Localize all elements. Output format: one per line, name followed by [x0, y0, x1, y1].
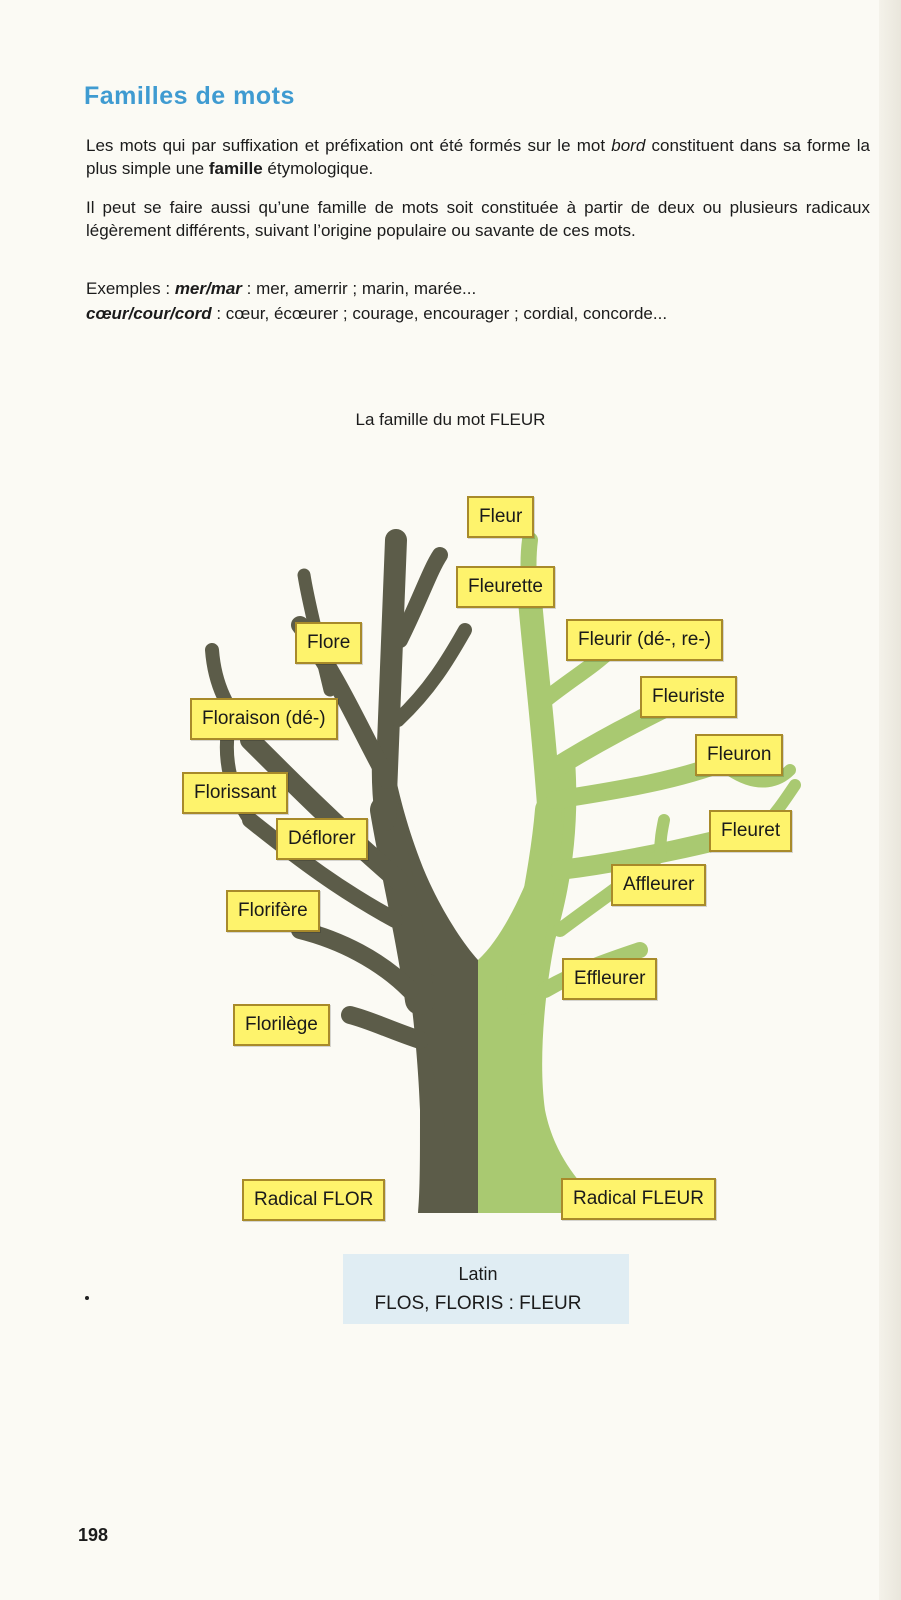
label-florissant: Florissant [182, 772, 289, 814]
example-1-words: : mer, amerrir ; marin, marée... [241, 279, 477, 298]
label-fleurir: Fleurir (dé-, re-) [566, 619, 724, 661]
label-affleurer: Affleurer [611, 864, 707, 906]
label-radical-flor: Radical FLOR [242, 1179, 386, 1221]
label-effleurer: Effleurer [562, 958, 658, 1000]
example-line-2: cœur/cour/cord : cœur, écœurer ; courage… [86, 301, 886, 326]
examples-intro: Exemples : [86, 279, 175, 298]
latin-origin-box [343, 1254, 629, 1324]
label-fleurette: Fleurette [456, 566, 555, 608]
paragraph-1-text-c: étymologique. [262, 159, 374, 178]
examples-block: Exemples : mer/mar : mer, amerrir ; mari… [86, 276, 886, 326]
example-2-radicals: cœur/cour/cord [86, 304, 212, 323]
label-radical-fleur: Radical FLEUR [561, 1178, 716, 1220]
label-fleuret: Fleuret [709, 810, 793, 852]
label-floraison: Floraison (dé-) [190, 698, 338, 740]
paragraph-1-text-b: constituent dans sa forme la plus simple… [86, 136, 870, 178]
label-flore: Flore [295, 622, 363, 664]
latin-origin-label: Latin [458, 1264, 498, 1284]
stray-dot [85, 1296, 89, 1300]
label-deflorer: Déflorer [276, 818, 368, 860]
example-1-radicals: mer/mar [174, 279, 242, 298]
section-heading: Familles de mots [84, 82, 295, 110]
dark-half-tree [205, 529, 489, 1213]
label-fleuron: Fleuron [695, 734, 784, 776]
latin-origin-word: FLOS, FLORIS : FLEUR [374, 1293, 582, 1314]
example-line-1: Exemples : mer/mar : mer, amerrir ; mari… [86, 276, 886, 301]
paragraph-1-text-a: Les mots qui par suffixation et préfixat… [86, 136, 612, 155]
page-number: 198 [78, 1525, 109, 1545]
example-2-words: : cœur, écœurer ; courage, encourager ; … [211, 304, 668, 323]
paragraph-2: Il peut se faire aussi qu’une famille de… [86, 198, 870, 240]
paragraph-1-italic-word: bord [611, 136, 646, 155]
label-florilege: Florilège [233, 1004, 330, 1046]
diagram-title: La famille du mot FLEUR [355, 410, 546, 429]
paragraph-1-bold-word: famille [208, 159, 263, 178]
label-florifere: Florifère [226, 890, 320, 932]
page-edge [879, 0, 901, 1600]
label-fleur: Fleur [467, 496, 535, 538]
paragraph-1: Les mots qui par suffixation et préfixat… [86, 134, 870, 180]
label-fleuriste: Fleuriste [640, 676, 737, 718]
